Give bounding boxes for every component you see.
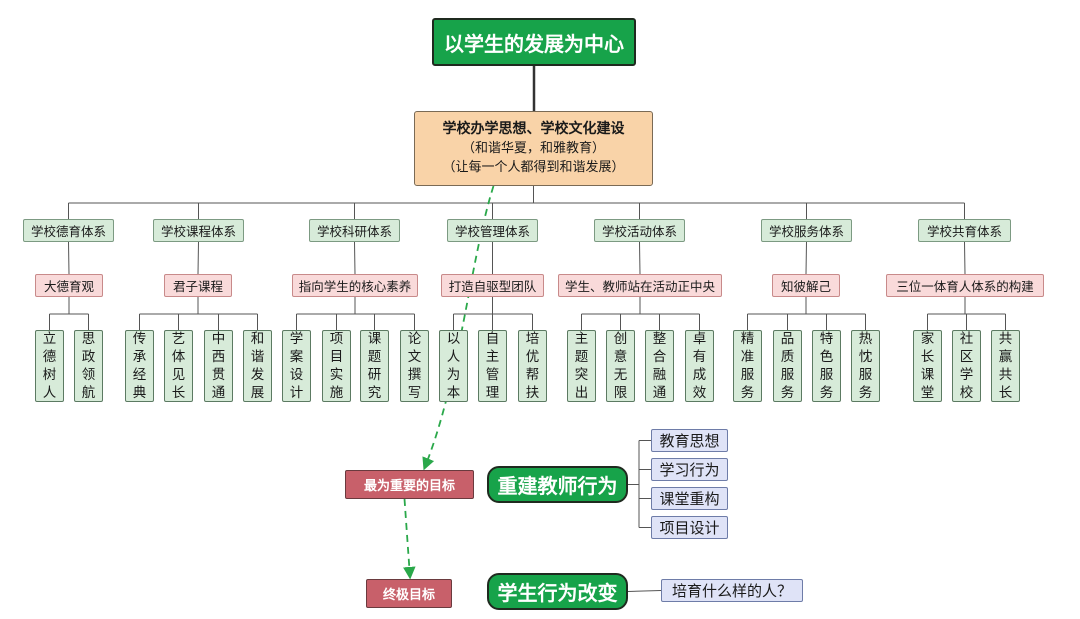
theme-node-management[interactable]: 打造自驱型团队 — [441, 274, 544, 297]
leaf-node[interactable]: 精准服务 — [733, 330, 762, 402]
student-question-node[interactable]: 培育什么样的人？ — [661, 579, 803, 602]
leaf-node[interactable]: 家长课堂 — [913, 330, 942, 402]
important-goal-node[interactable]: 最为重要的目标 — [345, 470, 474, 499]
leaf-node[interactable]: 和谐发展 — [243, 330, 272, 402]
leaf-node[interactable]: 培优帮扶 — [518, 330, 547, 402]
leaf-node[interactable]: 特色服务 — [812, 330, 841, 402]
dashed-arrow — [403, 498, 416, 580]
leaf-node[interactable]: 主题突出 — [567, 330, 596, 402]
leaf-node[interactable]: 传承经典 — [125, 330, 154, 402]
connector-line — [639, 241, 641, 275]
system-node-curriculum[interactable]: 学校课程体系 — [153, 219, 244, 242]
rebuild-teacher-behavior-node[interactable]: 重建教师行为 — [487, 466, 628, 503]
center-line-2: （和谐华夏，和雅教育） — [461, 141, 605, 156]
system-node-moral[interactable]: 学校德育体系 — [23, 219, 114, 242]
leaf-node[interactable]: 品质服务 — [773, 330, 802, 402]
theme-node-activity[interactable]: 学生、教师站在活动正中央 — [558, 274, 722, 297]
leaf-node[interactable]: 热忱服务 — [851, 330, 880, 402]
leaf-node[interactable]: 卓有成效 — [685, 330, 714, 402]
system-node-research[interactable]: 学校科研体系 — [309, 219, 400, 242]
leaf-node[interactable]: 以人为本 — [439, 330, 468, 402]
leaf-node[interactable]: 中西贯通 — [204, 330, 233, 402]
connector-line — [68, 241, 70, 275]
leaf-node[interactable]: 社区学校 — [952, 330, 981, 402]
center-line-3: （让每一个人都得到和谐发展） — [442, 160, 625, 175]
teacher-item-node[interactable]: 课堂重构 — [651, 487, 728, 510]
student-behavior-change-node[interactable]: 学生行为改变 — [487, 573, 628, 610]
leaf-node[interactable]: 整合融通 — [645, 330, 674, 402]
teacher-item-node[interactable]: 学习行为 — [651, 458, 728, 481]
leaf-node[interactable]: 自主管理 — [478, 330, 507, 402]
leaf-node[interactable]: 学案设计 — [282, 330, 311, 402]
connector-line — [197, 241, 199, 275]
root-node[interactable]: 以学生的发展为中心 — [432, 18, 636, 66]
center-node[interactable]: 学校办学思想、学校文化建设 （和谐华夏，和雅教育） （让每一个人都得到和谐发展） — [414, 111, 653, 186]
leaf-node[interactable]: 共赢共长 — [991, 330, 1020, 402]
connector-line — [805, 241, 807, 275]
theme-node-curriculum[interactable]: 君子课程 — [164, 274, 232, 297]
leaf-node[interactable]: 思政领航 — [74, 330, 103, 402]
connector-line — [354, 241, 356, 275]
center-line-1: 学校办学思想、学校文化建设 — [442, 121, 625, 137]
leaf-node[interactable]: 课题研究 — [360, 330, 389, 402]
ultimate-goal-node[interactable]: 终极目标 — [366, 579, 452, 608]
system-node-management[interactable]: 学校管理体系 — [447, 219, 538, 242]
system-node-activity[interactable]: 学校活动体系 — [594, 219, 685, 242]
theme-node-research[interactable]: 指向学生的核心素养 — [292, 274, 418, 297]
theme-node-service[interactable]: 知彼解己 — [772, 274, 840, 297]
dashed-arrow — [422, 185, 495, 471]
leaf-node[interactable]: 艺体见长 — [164, 330, 193, 402]
theme-node-coeducation[interactable]: 三位一体育人体系的构建 — [886, 274, 1044, 297]
leaf-node[interactable]: 论文撰写 — [400, 330, 429, 402]
leaf-node[interactable]: 立德树人 — [35, 330, 64, 402]
connector-line — [627, 590, 662, 592]
connector-line — [964, 241, 966, 275]
leaf-node[interactable]: 项目实施 — [322, 330, 351, 402]
theme-node-moral[interactable]: 大德育观 — [35, 274, 103, 297]
teacher-item-node[interactable]: 教育思想 — [651, 429, 728, 452]
system-node-coeducation[interactable]: 学校共育体系 — [918, 219, 1011, 242]
teacher-item-node[interactable]: 项目设计 — [651, 516, 728, 539]
leaf-node[interactable]: 创意无限 — [606, 330, 635, 402]
system-node-service[interactable]: 学校服务体系 — [761, 219, 852, 242]
